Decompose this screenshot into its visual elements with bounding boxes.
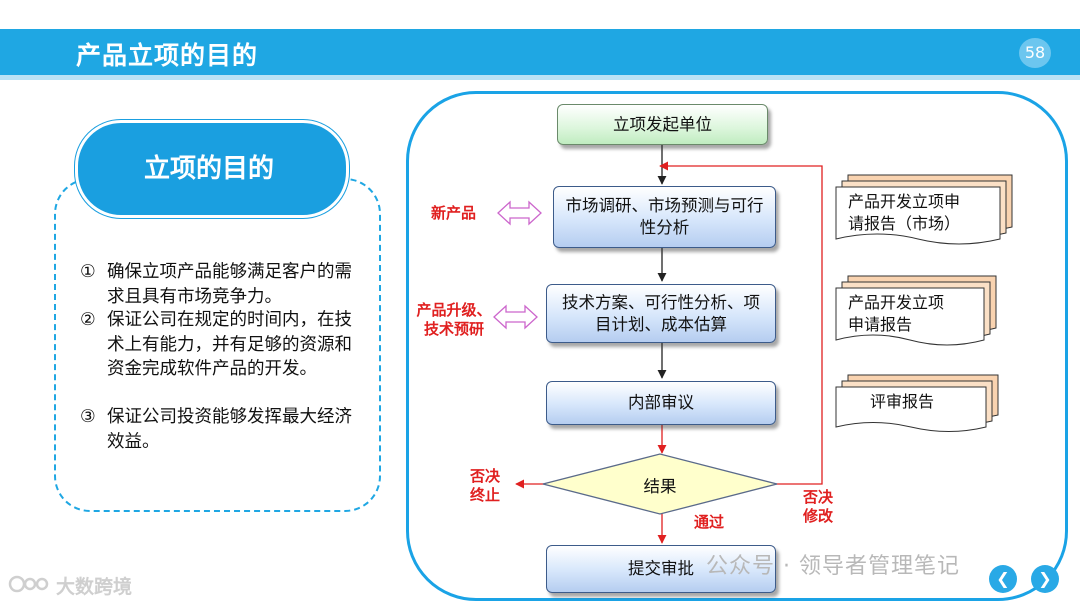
label-reject-modify-line2: 修改 bbox=[803, 507, 834, 525]
decision-label: 结果 bbox=[643, 477, 677, 496]
arrow-reject-modify-loop bbox=[659, 161, 823, 485]
watermark-text: 公众号 · 领导者管理笔记 bbox=[706, 554, 960, 579]
step-market-research: 市场调研、市场预测与可行性分析 bbox=[553, 186, 776, 248]
flowchart-panel bbox=[406, 91, 1068, 601]
step-internal-review: 内部审议 bbox=[546, 381, 776, 425]
goal-number: ③ bbox=[80, 407, 96, 427]
goal-item-3: ③ 保证公司投资能够发挥最大经济效益。 bbox=[80, 405, 352, 454]
doc-stack-2 bbox=[835, 275, 997, 346]
title-bar bbox=[0, 29, 1080, 75]
end-box: 提交审批 bbox=[546, 545, 776, 593]
doc-2-line2: 申请报告 bbox=[848, 315, 913, 334]
doc-2-line1: 产品开发立项 bbox=[848, 293, 945, 312]
goal-number: ② bbox=[80, 310, 96, 330]
brand-logo-icon bbox=[8, 575, 49, 593]
step-tech-plan: 技术方案、可行性分析、项目计划、成本估算 bbox=[546, 284, 776, 343]
doc-1-line1: 产品开发立项申 bbox=[848, 192, 961, 211]
doc-2-text: 产品开发立项 申请报告 bbox=[848, 292, 944, 336]
doc-stack-3 bbox=[835, 374, 999, 432]
page-number: 58 bbox=[1019, 38, 1051, 68]
doc-1-line2: 请报告（市场） bbox=[848, 214, 961, 233]
brand-watermark: 大数跨境 bbox=[56, 576, 133, 598]
label-reject-stop-line1: 否决 bbox=[470, 467, 501, 485]
label-reject-modify: 否决 修改 bbox=[803, 488, 833, 526]
decision-diamond bbox=[542, 453, 778, 515]
label-reject-stop-line2: 终止 bbox=[470, 486, 501, 504]
label-pass: 通过 bbox=[694, 513, 725, 531]
goal-item-1: ① 确保立项产品能够满足客户的需求且具有市场竞争力。 bbox=[80, 260, 352, 309]
label-reject-stop: 否决 终止 bbox=[470, 467, 500, 505]
goal-number: ① bbox=[80, 262, 96, 282]
title-bar-underline bbox=[0, 75, 1080, 80]
goal-item-2: ② 保证公司在规定的时间内，在技术上有能力，并有足够的资源和资金完成软件产品的开… bbox=[80, 308, 352, 382]
doc-stack-1 bbox=[835, 174, 1013, 245]
goal-text: 保证公司在规定的时间内，在技术上有能力，并有足够的资源和资金完成软件产品的开发。 bbox=[107, 310, 352, 379]
page-title: 产品立项的目的 bbox=[76, 41, 259, 70]
next-slide-button[interactable]: ❯ bbox=[1031, 565, 1059, 593]
goal-text: 保证公司投资能够发挥最大经济效益。 bbox=[107, 407, 352, 452]
doc-3-text: 评审报告 bbox=[870, 392, 935, 411]
goal-text: 确保立项产品能够满足客户的需求且具有市场竞争力。 bbox=[107, 262, 352, 307]
start-box: 立项发起单位 bbox=[557, 104, 768, 145]
label-upgrade: 产品升级、 技术预研 bbox=[408, 301, 500, 339]
doc-1-text: 产品开发立项申 请报告（市场） bbox=[848, 191, 960, 235]
label-reject-modify-line1: 否决 bbox=[803, 488, 834, 506]
double-arrow-new-product bbox=[497, 200, 542, 226]
label-upgrade-line1: 产品升级、 bbox=[416, 301, 492, 319]
goals-heading: 立项的目的 bbox=[143, 154, 274, 184]
double-arrow-upgrade bbox=[493, 304, 538, 330]
goals-heading-badge bbox=[75, 120, 349, 218]
prev-slide-button[interactable]: ❮ bbox=[989, 565, 1017, 593]
label-new-product: 新产品 bbox=[431, 204, 477, 222]
label-upgrade-line2: 技术预研 bbox=[423, 320, 484, 338]
